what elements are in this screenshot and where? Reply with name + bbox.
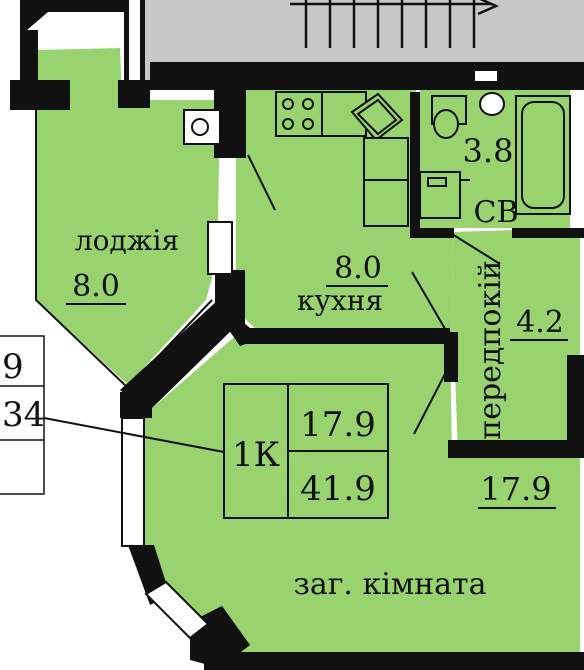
- windows: [121, 221, 233, 640]
- loggia-floor: [36, 48, 220, 385]
- walls: [10, 0, 584, 670]
- legend-bottom-value: 34: [2, 395, 45, 435]
- apartment-info-box: 1К 17.9 41.9: [223, 383, 389, 519]
- living-window-corner: [144, 580, 210, 640]
- fixtures: [183, 69, 571, 227]
- door-swings: [247, 154, 501, 435]
- stove-icon: [275, 91, 323, 137]
- room-labels: лоджія 8.0 8.0 кухня 3.8 СВ передпокій 4…: [66, 132, 568, 602]
- living-window-left: [121, 417, 145, 547]
- loggia-parapet: [35, 52, 213, 390]
- bathroom-name: СВ: [474, 195, 519, 230]
- kitchen-name: кухня: [297, 284, 383, 317]
- toilet-icon: [433, 109, 459, 139]
- legend-fragment: 9 34: [0, 335, 225, 495]
- apartment-living-area: 17.9: [300, 405, 376, 445]
- stair-arrow-icon: [477, 0, 500, 16]
- apartment-type: 1К: [232, 435, 280, 475]
- loggia-window: [207, 221, 233, 275]
- washbasin-icon: [479, 92, 505, 116]
- living-name: заг. кімната: [293, 567, 486, 602]
- hallway-name: передпокій: [473, 260, 508, 440]
- legend-top-value: 9: [2, 347, 24, 387]
- kitchen-area: 8.0: [334, 251, 382, 286]
- loggia-area: 8.0: [72, 269, 120, 304]
- hallway-floor: [452, 228, 580, 455]
- loggia-name: лоджія: [75, 224, 179, 257]
- apartment-total-area: 41.9: [300, 469, 376, 509]
- leader-line: [43, 417, 225, 453]
- bathroom-area: 3.8: [463, 132, 514, 170]
- hallway-area: 4.2: [516, 305, 564, 340]
- living-area: 17.9: [480, 470, 551, 508]
